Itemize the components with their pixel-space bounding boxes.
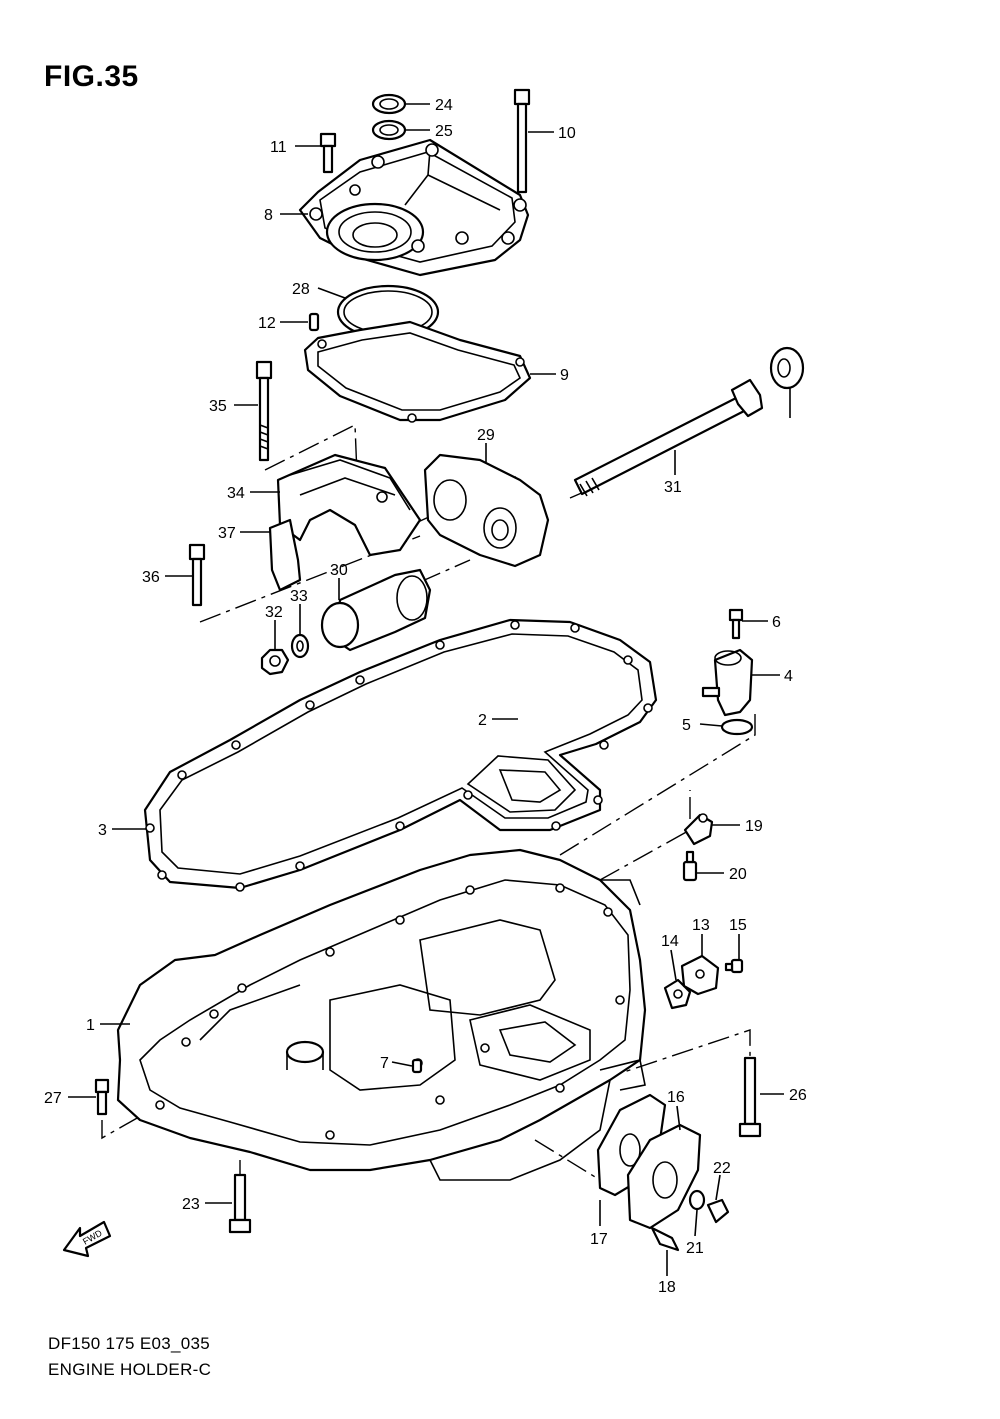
- part-30-through-bolt: [573, 378, 764, 497]
- part-20-bolt: [682, 850, 698, 882]
- part-9-gasket: [303, 320, 532, 423]
- callout-14: 14: [661, 933, 679, 950]
- callout-22: 22: [713, 1160, 731, 1177]
- part-23-oil-seals: [371, 93, 407, 141]
- holder-bolt-holes: [155, 883, 625, 1140]
- part-4-water-elbow: [701, 648, 754, 717]
- callout-15: 15: [729, 917, 747, 934]
- part-3-oil-pan-gasket: [143, 618, 658, 892]
- part-25-bolt: [738, 1056, 762, 1138]
- part-18-bolt: [650, 1226, 680, 1252]
- callout-4: 4: [784, 668, 793, 685]
- callout-12: 12: [258, 315, 276, 332]
- part-29-bushing: [320, 568, 432, 652]
- callout-34: 35: [209, 398, 227, 415]
- part-37-washer: [769, 346, 805, 390]
- callout-35: 36: [142, 569, 160, 586]
- callout-32: 33: [290, 588, 308, 605]
- callout-13: 13: [692, 917, 710, 934]
- callout-7: 7: [380, 1055, 389, 1072]
- callout-23b: 25: [435, 123, 453, 140]
- callout-33: 34: [227, 485, 245, 502]
- part-8-cover-plate: [298, 138, 530, 277]
- part-10-long-bolt: [513, 88, 531, 194]
- callout-18: 18: [658, 1279, 676, 1296]
- part-16-cover: [626, 1123, 702, 1230]
- part-5-o-ring: [720, 718, 754, 736]
- figure-caption: ENGINE HOLDER-C: [48, 1360, 212, 1379]
- part-28-rubber-mount: [423, 453, 550, 568]
- callout-23a: 24: [435, 97, 453, 114]
- callout-29: 30: [330, 562, 348, 579]
- callout-21: 21: [686, 1240, 704, 1257]
- part-1-engine-holder: [116, 848, 647, 1181]
- callout-11: 11: [270, 139, 287, 156]
- part-35-bolt: [188, 543, 206, 607]
- figure-title: FIG.35: [44, 60, 139, 93]
- callout-5: 5: [682, 717, 691, 734]
- callout-25: 26: [789, 1087, 807, 1104]
- callout-8: 8: [264, 207, 273, 224]
- callout-6: 6: [772, 614, 781, 631]
- part-11-bolt: [319, 132, 337, 174]
- callout-9: 9: [560, 367, 569, 384]
- part-34-bolt: [255, 360, 273, 462]
- callout-27: 28: [292, 281, 310, 298]
- part-12-dowel-pin: [308, 312, 320, 332]
- callout-leaders: [68, 103, 791, 1276]
- callout-26: 27: [44, 1090, 62, 1107]
- callout-17: 17: [590, 1231, 608, 1248]
- part-15-bolt: [724, 958, 744, 974]
- part-22-drain-plug: [706, 1198, 730, 1224]
- part-19-sensor: [683, 813, 714, 846]
- part-33-mount-bracket: [276, 453, 422, 557]
- part-24-bolt: [228, 1173, 252, 1234]
- callout-24: 23: [182, 1196, 200, 1213]
- callout-16: 16: [667, 1089, 685, 1106]
- callout-2: 2: [478, 712, 487, 729]
- part-21-washer: [688, 1189, 706, 1211]
- part-6-bolt: [728, 608, 744, 640]
- callout-36: 37: [218, 525, 236, 542]
- callout-31: 32: [265, 604, 283, 621]
- part-26-bolt: [94, 1078, 110, 1116]
- callout-10: 10: [558, 125, 576, 142]
- callout-28: 29: [477, 427, 495, 444]
- fwd-arrow-icon: FWD: [62, 1220, 112, 1258]
- part-32-washer: [290, 633, 310, 659]
- callout-19: 19: [745, 818, 763, 835]
- part-13-cover: [680, 954, 720, 996]
- callout-30: 31: [664, 479, 682, 496]
- part-7-pin: [411, 1058, 423, 1074]
- part-31-nut: [260, 648, 290, 676]
- part-36-bracket-plate: [268, 518, 302, 592]
- gasket-bolt-holes: [145, 620, 653, 892]
- callout-numbers: 24 25 11 10 8 28 12 9 35 29 31 34 37 36 …: [44, 97, 807, 1296]
- callout-20: 20: [729, 866, 747, 883]
- callout-1: 1: [86, 1017, 95, 1034]
- model-code: DF150 175 E03_035: [48, 1334, 211, 1353]
- callout-3: 3: [98, 822, 107, 839]
